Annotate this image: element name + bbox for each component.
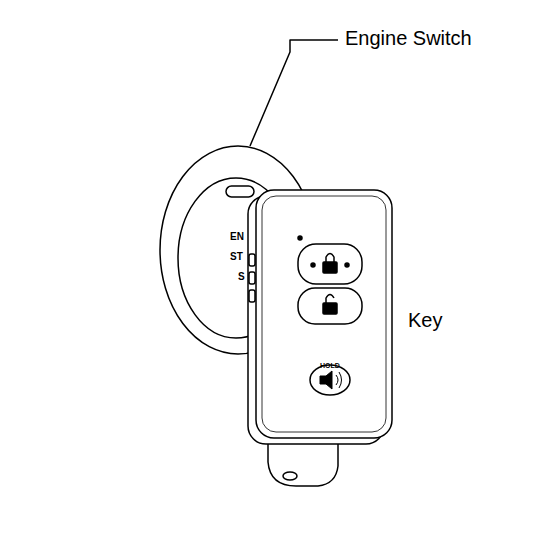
- label-holder: Engine Switch: [345, 27, 472, 50]
- switch-print: ST: [230, 251, 243, 263]
- panic-button: [310, 365, 350, 395]
- switch-print: S: [238, 271, 245, 283]
- lock-icon: [326, 254, 334, 263]
- unlock-button: [298, 288, 362, 324]
- label-holder: S: [238, 266, 245, 284]
- lock-button: [298, 244, 362, 284]
- leader-line: [250, 40, 338, 146]
- horn-icon: [336, 372, 342, 388]
- unlock-icon: [326, 295, 334, 304]
- key-fob-body: [256, 190, 392, 438]
- label-holder: HOLD: [320, 354, 340, 372]
- part-label: Key: [408, 309, 442, 332]
- release-notch: [249, 272, 255, 284]
- release-notch: [249, 254, 255, 266]
- horn-icon: [320, 371, 332, 389]
- key-ring-hole: [283, 472, 297, 480]
- label-holder: Key: [408, 309, 442, 332]
- button-print: HOLD: [320, 362, 340, 370]
- unlock-icon: [323, 303, 337, 314]
- part-label: Engine Switch: [345, 27, 472, 50]
- release-notch: [249, 290, 255, 302]
- key-fob-face: [262, 196, 386, 432]
- lock-icon: [323, 262, 337, 273]
- led: [298, 236, 302, 240]
- switch-print: EN: [230, 231, 244, 243]
- indicator-slot: [226, 186, 254, 197]
- lock-dot: [311, 263, 315, 267]
- lock-dot: [345, 263, 349, 267]
- label-holder: EN: [230, 226, 244, 244]
- label-holder: ST: [230, 246, 243, 264]
